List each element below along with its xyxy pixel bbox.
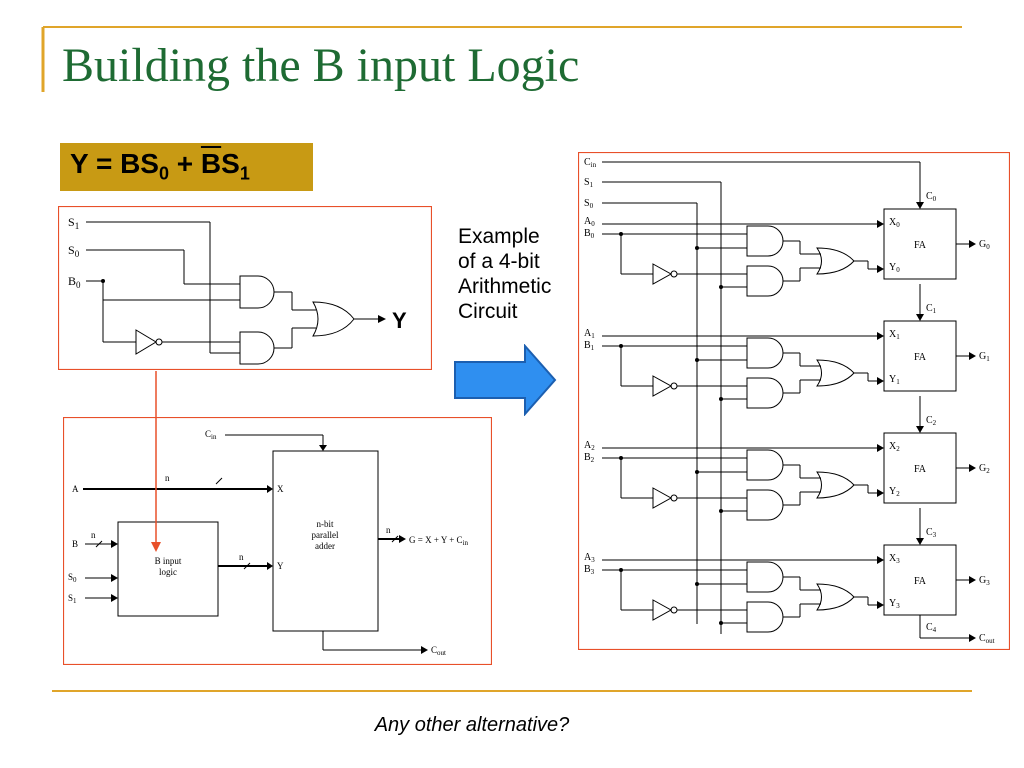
svg-text:Y2: Y2 (889, 486, 900, 498)
not-bubble (155, 338, 163, 346)
svg-text:A1: A1 (584, 328, 595, 340)
or-gate (816, 247, 855, 275)
svg-text:A3: A3 (584, 552, 595, 564)
svg-text:Y3: Y3 (889, 598, 900, 610)
not-gate (652, 375, 673, 397)
parallel-adder-block (272, 450, 379, 632)
or-gate (816, 471, 855, 499)
svg-text:G2: G2 (979, 463, 990, 475)
panel-border (63, 417, 492, 665)
svg-text:B1: B1 (584, 340, 595, 352)
and-gate (746, 337, 784, 369)
and-gate (746, 449, 784, 481)
svg-text:Y0: Y0 (889, 262, 900, 274)
svg-text:C1: C1 (926, 303, 937, 315)
svg-text:C4: C4 (926, 622, 937, 634)
svg-text:X2: X2 (889, 441, 900, 453)
adder-block-diagram: Cin A B S0 S1 n n n n X Y B input logic … (63, 417, 492, 665)
svg-text:n: n (239, 552, 244, 562)
and-gate (746, 561, 784, 593)
svg-text:S0: S0 (68, 572, 77, 584)
svg-text:C2: C2 (926, 415, 937, 427)
svg-text:Cin: Cin (205, 429, 217, 441)
b-logic-diagram: S1 S0 B0 Y (58, 206, 432, 370)
svg-text:n: n (165, 473, 170, 483)
svg-text:B input: B input (155, 556, 182, 566)
not-gate (652, 599, 673, 621)
not-gate (652, 263, 673, 285)
svg-text:FA: FA (914, 240, 927, 251)
svg-text:n: n (386, 525, 391, 535)
svg-text:Y: Y (277, 561, 284, 571)
example-caption: Example of a 4-bit Arithmetic Circuit (458, 225, 552, 323)
svg-text:Cout: Cout (979, 633, 995, 645)
svg-text:Y1: Y1 (889, 374, 900, 386)
or-gate (816, 583, 855, 611)
svg-text:S1: S1 (68, 215, 79, 231)
svg-text:Cin: Cin (584, 157, 597, 169)
and-gate (746, 601, 784, 633)
svg-text:B0: B0 (68, 274, 81, 290)
panel-border (58, 206, 432, 370)
svg-text:C0: C0 (926, 191, 937, 203)
svg-text:S0: S0 (68, 243, 80, 259)
svg-text:X3: X3 (889, 553, 900, 565)
svg-text:FA: FA (914, 464, 927, 475)
svg-text:G0: G0 (979, 239, 990, 251)
svg-text:C3: C3 (926, 527, 937, 539)
page-title: Building the B input Logic (62, 39, 580, 92)
and-gate (746, 265, 784, 297)
and-gate-1 (239, 275, 275, 309)
svg-text:B0: B0 (584, 228, 595, 240)
svg-text:G1: G1 (979, 351, 990, 363)
not-gate (135, 329, 157, 355)
and-gate (746, 377, 784, 409)
b-input-logic-block (117, 521, 219, 617)
svg-text:FA: FA (914, 352, 927, 363)
svg-text:logic: logic (159, 567, 177, 577)
svg-text:A0: A0 (584, 216, 595, 228)
footer-question: Any other alternative? (374, 714, 570, 736)
svg-text:B2: B2 (584, 452, 595, 464)
svg-text:Cout: Cout (431, 645, 446, 657)
svg-text:adder: adder (315, 541, 335, 551)
not-gate (652, 487, 673, 509)
panel-border (578, 152, 1010, 650)
svg-text:G = X + Y + Cin: G = X + Y + Cin (409, 535, 469, 547)
svg-text:S1: S1 (584, 177, 594, 189)
equation: Y = BS0 + BS1 (70, 148, 250, 184)
svg-text:B3: B3 (584, 564, 595, 576)
svg-text:n: n (91, 530, 96, 540)
or-gate (312, 301, 355, 337)
svg-text:FA: FA (914, 576, 927, 587)
svg-text:X: X (277, 484, 284, 494)
svg-text:X1: X1 (889, 329, 900, 341)
and-gate (746, 489, 784, 521)
svg-text:parallel: parallel (312, 530, 339, 540)
svg-text:n-bit: n-bit (317, 519, 334, 529)
equation-box (60, 143, 313, 191)
and-gate (746, 225, 784, 257)
svg-text:A2: A2 (584, 440, 595, 452)
output-y-label: Y (392, 308, 407, 333)
arithmetic-circuit: C0FAX0Y0G0A0B0C1FAX1Y1G1A1B1C2FAX2Y2G2A2… (578, 152, 1010, 650)
and-gate-2 (239, 331, 275, 365)
svg-text:X0: X0 (889, 217, 900, 229)
svg-text:S0: S0 (584, 198, 594, 210)
svg-text:B: B (72, 539, 78, 549)
svg-text:S1: S1 (68, 593, 77, 605)
big-right-arrow (454, 344, 557, 416)
svg-text:A: A (72, 484, 79, 494)
or-gate (816, 359, 855, 387)
svg-text:G3: G3 (979, 575, 990, 587)
